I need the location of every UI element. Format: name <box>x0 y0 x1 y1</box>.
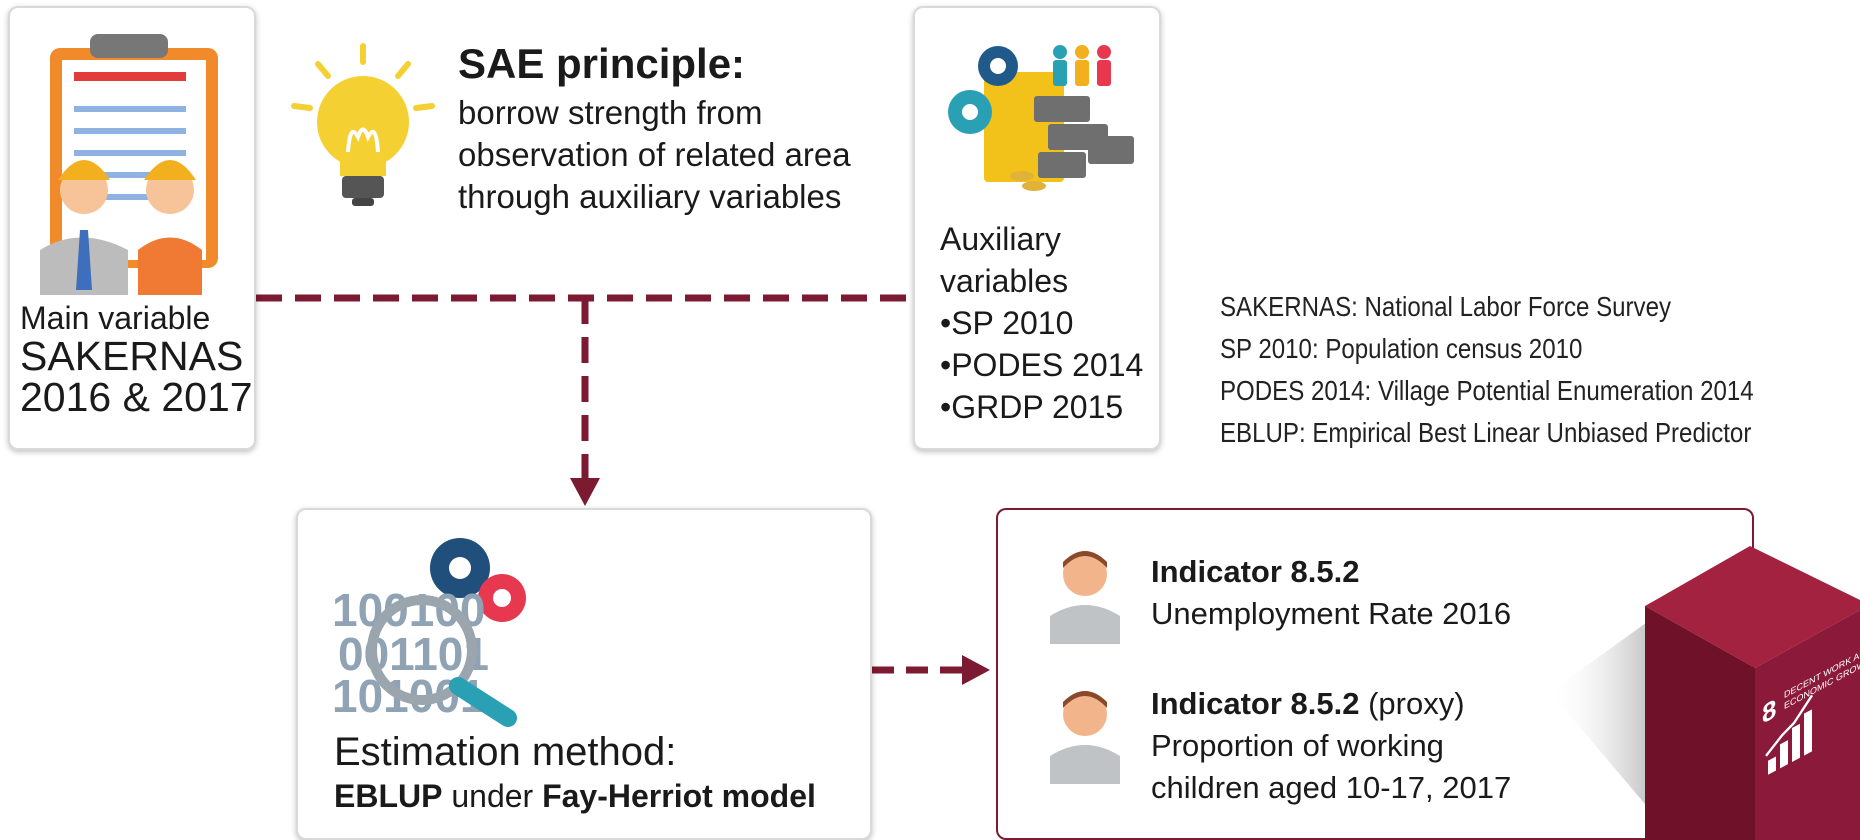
auxiliary-title-line2: variables <box>940 263 1069 299</box>
estimation-method-card <box>296 508 872 840</box>
model-label: Fay-Herriot model <box>542 778 816 814</box>
auxiliary-item: GRDP 2015 <box>940 386 1143 428</box>
sae-principle-line: through auxiliary variables <box>458 178 842 215</box>
child-person-icon <box>1050 691 1120 784</box>
indicator-name: Indicator 8.5.2 <box>1151 686 1360 721</box>
sae-principle-title: SAE principle: <box>458 40 746 87</box>
auxiliary-item: PODES 2014 <box>940 344 1143 386</box>
auxiliary-item: SP 2010 <box>940 302 1143 344</box>
cube-top <box>1645 546 1860 668</box>
adult-person-icon <box>1050 551 1120 644</box>
indicator-description: Unemployment Rate 2016 <box>1151 596 1512 631</box>
right-arrowhead <box>962 655 990 685</box>
sae-principle-line: borrow strength from <box>458 94 763 131</box>
data-analysis-icon: 100100 001101 101001 <box>332 538 526 727</box>
indicator-suffix: (proxy) <box>1359 686 1465 721</box>
lightbulb-icon <box>291 43 435 206</box>
legend-entry: SP 2010: Population census 2010 <box>1220 333 1583 364</box>
indicator-name: Indicator 8.5.2 <box>1151 554 1360 589</box>
legend-entry: PODES 2014: Village Potential Enumeratio… <box>1220 375 1754 406</box>
sae-principle-line: observation of related area <box>458 136 851 173</box>
down-arrowhead <box>570 478 600 506</box>
abbreviation-legend: SAKERNAS: National Labor Force Survey SP… <box>1220 286 1754 454</box>
main-variable-text: Main variable SAKERNAS 2016 & 2017 <box>20 300 253 418</box>
clipboard-workers-icon <box>40 34 218 295</box>
main-variable-years: 2016 & 2017 <box>20 374 253 420</box>
sdg8-cube: 8 DECENT WORK AND ECONOMIC GROWTH <box>1550 546 1860 840</box>
growth-chart-icon <box>1768 709 1812 775</box>
data-resources-icon <box>948 45 1134 191</box>
legend-entry: EBLUP: Empirical Best Linear Unbiased Pr… <box>1220 417 1752 448</box>
main-variable-source: SAKERNAS <box>20 333 244 379</box>
indicator-description: Proportion of working <box>1151 728 1444 763</box>
legend-entry: SAKERNAS: National Labor Force Survey <box>1220 291 1672 322</box>
sdg-number: 8 <box>1762 693 1776 730</box>
indicator-item: Indicator 8.5.2 Unemployment Rate 2016 <box>1151 551 1511 635</box>
indicator-item: Indicator 8.5.2 (proxy) Proportion of wo… <box>1151 683 1511 809</box>
estimation-method-title: Estimation method: <box>334 730 677 774</box>
indicator-description: children aged 10-17, 2017 <box>1151 770 1512 805</box>
sae-principle-body: borrow strength from observation of rela… <box>458 92 908 218</box>
main-variable-label: Main variable <box>20 300 211 336</box>
cube-left <box>1645 606 1755 840</box>
auxiliary-variables-text: Auxiliary variables SP 2010 PODES 2014 G… <box>940 218 1143 428</box>
eblup-label: EBLUP <box>334 778 443 814</box>
binary-row: 100100 <box>332 584 486 636</box>
estimation-method-text: EBLUP under Fay-Herriot model <box>334 778 816 815</box>
auxiliary-title-line1: Auxiliary <box>940 221 1061 257</box>
under-label: under <box>442 778 543 814</box>
